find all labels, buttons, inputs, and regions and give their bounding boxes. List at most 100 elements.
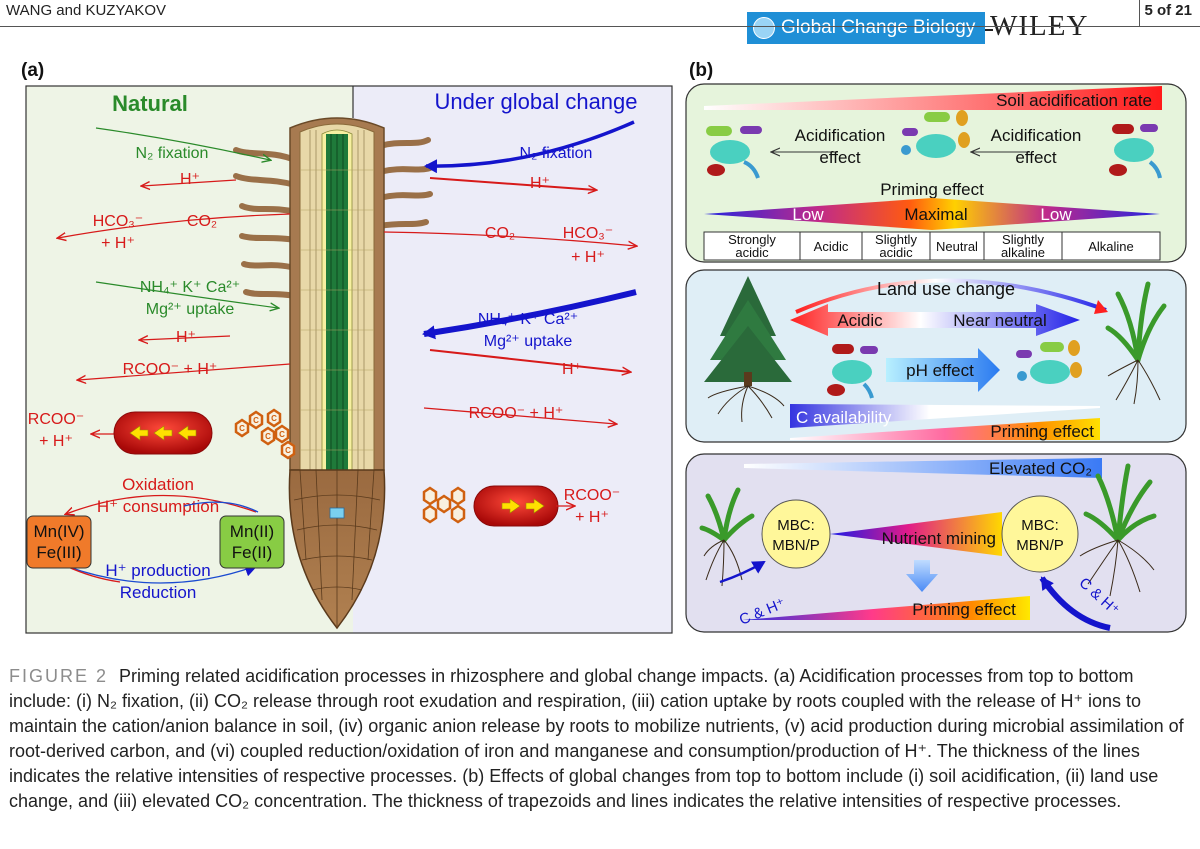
carbon-label: C xyxy=(253,416,259,425)
carbon-label: C xyxy=(239,424,245,433)
n2-fixation-label: N₂ fixation xyxy=(520,145,593,162)
soil-acidification-rate-label: Soil acidification rate xyxy=(996,91,1152,110)
near-neutral-label: Near neutral xyxy=(953,311,1047,330)
ph-class-label: Slightly xyxy=(1002,232,1044,247)
ph-class-table xyxy=(703,231,1161,261)
carbon-hexagons xyxy=(422,486,466,524)
mbn-p-label: MBN/P xyxy=(1016,537,1064,554)
journal-banner[interactable]: Global Change Biology xyxy=(747,12,985,44)
ph-class-label: Alkaline xyxy=(1088,239,1134,254)
plus-h-label: + H⁺ xyxy=(571,249,605,266)
carbon-label: C xyxy=(265,432,271,441)
small-plant xyxy=(699,487,755,587)
ph-effect-arrow xyxy=(886,348,1000,392)
microbe-cluster-center xyxy=(901,110,970,158)
oxidized-metals-box xyxy=(26,515,92,569)
h-label: H⁺ xyxy=(176,329,196,346)
cation-uptake-label-1: NH₄⁺ K⁺ Ca²⁺ xyxy=(478,311,578,328)
rcoo-h-label: RCOO⁻ + H⁺ xyxy=(123,361,218,378)
rcoo-h-label: RCOO⁻ + H⁺ xyxy=(469,405,564,422)
oxidation-arc xyxy=(66,494,257,514)
page-number: 5 of 21 xyxy=(1144,2,1192,19)
mn-iv-label: Mn(IV) xyxy=(34,522,85,541)
carbon-label: C xyxy=(279,430,285,439)
ph-class-label: Strongly xyxy=(728,232,776,247)
c-availability-label: C availability xyxy=(796,408,892,427)
mbc-label: MBC: xyxy=(1021,517,1059,534)
mbc-label: MBC: xyxy=(777,517,815,534)
fe-iii-label: Fe(III) xyxy=(36,543,81,562)
ph-class-label: acidic xyxy=(879,245,913,260)
globe-icon xyxy=(753,17,775,39)
ph-double-arrow xyxy=(790,304,1080,336)
ph-class-label: acidic xyxy=(735,245,769,260)
microbe-cluster-left xyxy=(706,126,762,179)
caption-text: Priming related acidification processes … xyxy=(9,666,1184,811)
maximal-label: Maximal xyxy=(904,205,967,224)
plus-h-label: + H⁺ xyxy=(575,509,609,526)
reduction-label: Reduction xyxy=(120,583,197,602)
co2-wedge xyxy=(744,458,1102,478)
co2-label: CO₂ xyxy=(187,213,217,230)
oxidation-label: Oxidation xyxy=(122,475,194,494)
grass-plant xyxy=(1105,281,1167,405)
figure-number: FIGURE 2 xyxy=(9,666,109,686)
priming-effect-label: Priming effect xyxy=(912,600,1016,619)
c-availability-wedge xyxy=(790,404,1100,428)
ph-class-label: Acidic xyxy=(814,239,849,254)
divider xyxy=(985,29,993,31)
cation-uptake-label-1: NH₄⁺ K⁺ Ca²⁺ xyxy=(140,279,240,296)
acidification-label: Acidification xyxy=(991,126,1082,145)
h-release-arrow-strong xyxy=(429,349,630,372)
running-header-authors: WANG and KUZYAKOV xyxy=(6,2,167,19)
priming-effect-label: Priming effect xyxy=(990,422,1094,441)
figure-2: Natural Under global change xyxy=(25,83,1187,634)
rcoo-release-arrow xyxy=(78,363,291,380)
acidification-label: Acidification xyxy=(795,126,886,145)
root-cap-cells xyxy=(293,469,381,626)
plus-h-label: + H⁺ xyxy=(101,235,135,252)
n2-fixation-arrow-strong xyxy=(424,120,635,174)
h-label: H⁺ xyxy=(562,361,582,378)
carbon-label: C xyxy=(285,446,291,455)
down-arrow xyxy=(906,560,938,592)
h-label: H⁺ xyxy=(530,175,550,192)
microbe-cluster-right xyxy=(1109,124,1162,179)
carbon-hexagons xyxy=(234,408,296,460)
divider xyxy=(1139,0,1140,27)
reduced-metals-box xyxy=(219,515,285,569)
cation-uptake-label-2: Mg²⁺ uptake xyxy=(484,333,573,350)
h-release-arrow-strong xyxy=(429,177,596,190)
ph-effect-label: pH effect xyxy=(906,361,974,380)
root-cell-grid xyxy=(300,169,374,451)
left-arrows xyxy=(129,425,197,441)
elevated-co2-label: Elevated CO₂ xyxy=(989,459,1092,478)
microbe-cluster-neutral xyxy=(1016,340,1082,384)
oxidation-arc-blue xyxy=(183,501,259,513)
hco3-label: HCO₃⁻ xyxy=(563,225,614,242)
h-label: H⁺ xyxy=(180,171,200,188)
root-meristem xyxy=(329,507,345,519)
mbc-ratio-circle-large xyxy=(1001,495,1079,573)
n2-fixation-label: N₂ fixation xyxy=(136,145,209,162)
h-release-arrow xyxy=(140,336,231,340)
land-use-arc xyxy=(795,278,1107,314)
c-h-flux-arrow-large xyxy=(1039,576,1111,631)
right-arrows xyxy=(501,498,545,514)
figure-caption: FIGURE 2 Priming related acidification p… xyxy=(9,664,1194,814)
fe-ii-label: Fe(II) xyxy=(232,543,273,562)
conifer-tree xyxy=(704,276,792,423)
carbon-label: C xyxy=(271,414,277,423)
reduction-arc xyxy=(65,563,258,584)
c-h-flux-arrow-small xyxy=(719,560,766,584)
h-consumption-label: H⁺ consumption xyxy=(97,497,219,516)
effect-label: effect xyxy=(1015,148,1057,167)
microbe-cluster-acidic xyxy=(827,344,878,399)
co2-label: CO₂ xyxy=(485,225,515,242)
mbc-ratio-circle-small xyxy=(761,499,831,569)
acidification-rate-wedge xyxy=(704,86,1162,110)
cation-uptake-arrow xyxy=(95,281,278,308)
co2-release-arrow xyxy=(383,231,636,246)
arc-arrowhead xyxy=(1094,300,1108,314)
